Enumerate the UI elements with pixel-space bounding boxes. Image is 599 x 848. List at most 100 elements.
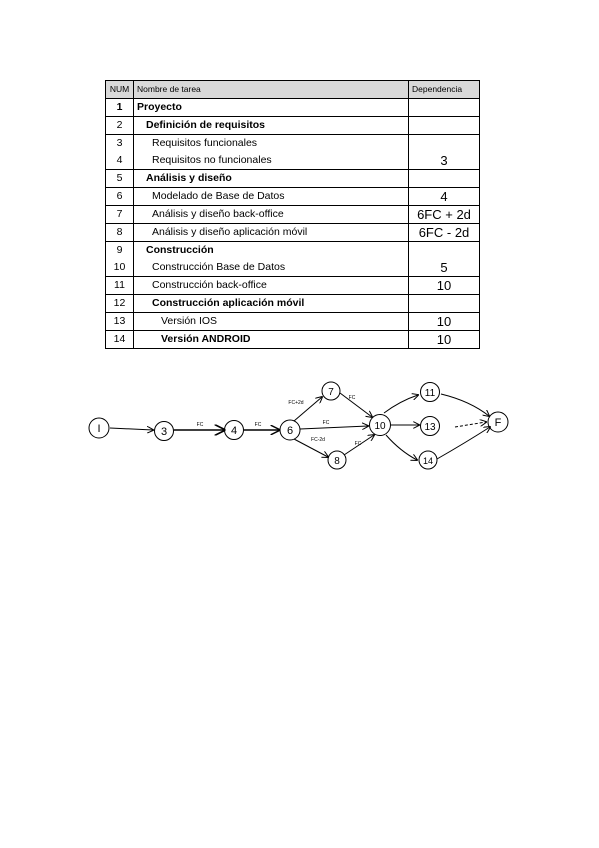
row-name: Versión IOS — [133, 312, 409, 331]
row-num: 1 — [105, 98, 134, 117]
node-7 — [321, 381, 341, 401]
row-num: 9 — [105, 241, 134, 259]
table-row: 13 Versión IOS 10 — [105, 312, 480, 331]
row-name: Construcción — [133, 241, 409, 259]
table-row: 10 Construcción Base de Datos 5 — [105, 259, 480, 277]
row-num: 13 — [105, 312, 134, 331]
row-dependency: 4 — [408, 187, 480, 206]
row-dependency — [408, 294, 480, 313]
row-dependency: 10 — [408, 276, 480, 295]
node-label-4: 4 — [231, 425, 237, 437]
table-row: 8 Análisis y diseño aplicación móvil 6FC… — [105, 223, 480, 242]
edge-label-4-6: FC — [255, 422, 262, 428]
node-4 — [224, 420, 244, 440]
row-name: Definición de requisitos — [133, 116, 409, 135]
row-dependency: 6FC + 2d — [408, 205, 480, 224]
row-dependency: 6FC - 2d — [408, 223, 480, 242]
header-dependency: Dependencia — [408, 80, 480, 99]
edge-8-10 — [343, 435, 374, 456]
row-name: Análisis y diseño back-office — [133, 205, 409, 224]
node-13 — [420, 416, 440, 436]
row-name: Análisis y diseño — [133, 169, 409, 188]
node-label-8: 8 — [334, 456, 340, 467]
row-name: Modelado de Base de Datos — [133, 187, 409, 206]
table-row: 12 Construcción aplicación móvil — [105, 294, 480, 313]
node-label-end: F — [495, 417, 502, 429]
table-row: 2 Definición de requisitos — [105, 116, 480, 135]
row-num: 12 — [105, 294, 134, 313]
edge-start-3 — [109, 428, 153, 430]
node-label-11: 11 — [425, 388, 436, 399]
edge-label-7-10: FC — [349, 395, 356, 401]
table-row: 6 Modelado de Base de Datos 4 — [105, 187, 480, 206]
row-dependency — [408, 134, 480, 152]
node-11 — [420, 382, 440, 402]
node-10 — [369, 414, 391, 436]
edge-13-end — [454, 422, 486, 428]
row-dependency — [408, 241, 480, 259]
header-name: Nombre de tarea — [133, 80, 409, 99]
row-num: 10 — [105, 259, 134, 277]
row-dependency: 10 — [408, 312, 480, 331]
task-table: NUM Nombre de tarea Dependencia 1 Proyec… — [105, 80, 480, 349]
row-num: 6 — [105, 187, 134, 206]
table-row: 9 Construcción — [105, 241, 480, 259]
edge-10-11 — [383, 395, 418, 414]
row-dependency — [408, 116, 480, 135]
row-num: 2 — [105, 116, 134, 135]
row-dependency — [408, 169, 480, 188]
edge-7-10 — [339, 392, 372, 417]
node-label-13: 13 — [424, 422, 436, 433]
row-name: Construcción aplicación móvil — [133, 294, 409, 313]
node-3 — [154, 421, 174, 441]
table-row: 14 Versión ANDROID 10 — [105, 330, 480, 349]
edge-6-10 — [299, 426, 368, 429]
row-name: Requisitos funcionales — [133, 134, 409, 152]
edge-label-6-10: FC — [323, 420, 330, 426]
row-name: Requisitos no funcionales — [133, 152, 409, 170]
table-row: 11 Construcción back-office 10 — [105, 276, 480, 295]
network-diagram: I 3 4 6 7 8 10 11 13 14 F FC FC FC+2d FC… — [88, 381, 509, 470]
node-end — [487, 411, 509, 433]
row-name: Construcción back-office — [133, 276, 409, 295]
header-num: NUM — [105, 80, 134, 99]
table-header-row: NUM Nombre de tarea Dependencia — [105, 80, 480, 99]
node-8 — [327, 450, 347, 470]
row-num: 11 — [105, 276, 134, 295]
edge-10-14 — [385, 434, 417, 460]
table-row: 7 Análisis y diseño back-office 6FC + 2d — [105, 205, 480, 224]
row-num: 8 — [105, 223, 134, 242]
row-name: Análisis y diseño aplicación móvil — [133, 223, 409, 242]
node-label-6: 6 — [287, 425, 293, 437]
row-dependency: 5 — [408, 259, 480, 277]
row-num: 7 — [105, 205, 134, 224]
row-num: 3 — [105, 134, 134, 152]
edge-6-8 — [293, 438, 328, 457]
row-dependency — [408, 98, 480, 117]
node-label-7: 7 — [328, 387, 334, 398]
node-label-10: 10 — [374, 421, 386, 432]
table-row: 1 Proyecto — [105, 98, 480, 117]
row-num: 5 — [105, 169, 134, 188]
table-row: 5 Análisis y diseño — [105, 169, 480, 188]
edge-label-6-8: FC-2d — [311, 437, 325, 443]
node-label-3: 3 — [161, 426, 167, 438]
edge-label-6-7: FC+2d — [288, 400, 303, 406]
row-name: Versión ANDROID — [133, 330, 409, 349]
edge-6-7 — [293, 397, 322, 422]
row-name: Construcción Base de Datos — [133, 259, 409, 277]
node-start — [88, 417, 110, 439]
node-6 — [279, 419, 301, 441]
node-label-start: I — [97, 423, 100, 435]
edge-label-3-4: FC — [197, 422, 204, 428]
table-row: 4 Requisitos no funcionales 3 — [105, 152, 480, 170]
edge-11-end — [440, 393, 489, 416]
node-14 — [418, 450, 438, 470]
row-name: Proyecto — [133, 98, 409, 117]
row-num: 14 — [105, 330, 134, 349]
row-dependency: 10 — [408, 330, 480, 349]
node-label-14: 14 — [423, 456, 433, 466]
edge-14-end — [436, 427, 490, 460]
row-dependency: 3 — [408, 152, 480, 170]
row-num: 4 — [105, 152, 134, 170]
